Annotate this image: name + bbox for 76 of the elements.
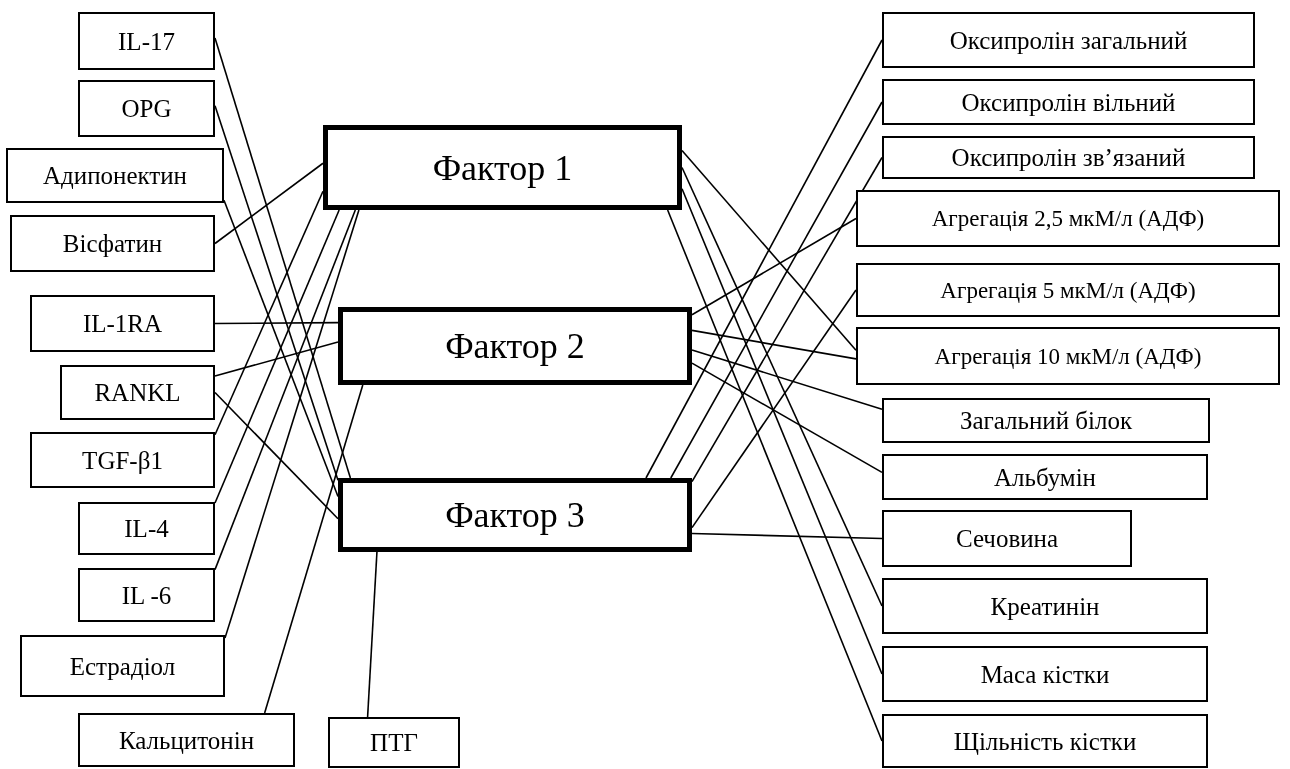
- variable-box: [20, 635, 225, 697]
- variable-box: [78, 12, 215, 70]
- variable-box: [60, 365, 215, 420]
- factor-box: [338, 478, 692, 552]
- node-label: Агрегація 10 мкМ/л (АДФ): [934, 344, 1202, 368]
- variable-box: [882, 646, 1208, 702]
- node-label: Фактор 2: [445, 328, 585, 364]
- node-label: Адипонектин: [43, 163, 187, 188]
- connector-line: [214, 391, 339, 520]
- node-label: Вісфатин: [62, 231, 163, 256]
- connector-line: [666, 209, 883, 742]
- connector-line: [214, 341, 339, 377]
- connector-line: [691, 532, 883, 540]
- node-label: Естрадіол: [69, 653, 176, 679]
- variable-box: [328, 717, 460, 768]
- node-label: Агрегація 5 мкМ/л (АДФ): [940, 278, 1196, 302]
- variable-box: [882, 79, 1255, 125]
- node-label: Фактор 1: [432, 149, 573, 186]
- connector-line: [214, 162, 324, 245]
- connector-line: [691, 349, 883, 411]
- connector-line: [691, 362, 883, 474]
- node-label: Загальний білок: [959, 408, 1133, 433]
- node-label: Креатинін: [990, 593, 1100, 619]
- connector-line: [263, 384, 364, 714]
- connector-line: [224, 209, 360, 639]
- node-label: IL-1RA: [82, 311, 163, 336]
- connector-line: [691, 156, 883, 483]
- variable-box: [30, 295, 215, 352]
- node-label: Маса кістки: [980, 661, 1110, 687]
- node-label: RANKL: [94, 380, 181, 405]
- connector-line: [214, 209, 357, 571]
- node-label: ПТГ: [370, 730, 418, 755]
- variable-box: [882, 12, 1255, 68]
- connector-line: [366, 551, 378, 718]
- connector-line: [214, 190, 324, 436]
- node-label: Альбумін: [994, 464, 1096, 490]
- node-label: Оксипролін зв’язаний: [951, 145, 1186, 170]
- variable-box: [856, 327, 1280, 385]
- connector-line: [681, 149, 857, 351]
- connector-line: [669, 101, 883, 479]
- connector-line: [691, 329, 857, 360]
- node-label: IL-17: [118, 28, 175, 54]
- variable-box: [10, 215, 215, 272]
- connector-line: [645, 39, 883, 479]
- node-label: Сечовина: [955, 526, 1059, 551]
- connector-line: [681, 166, 883, 607]
- node-label: Щільність кістки: [953, 728, 1137, 754]
- variable-box: [882, 454, 1208, 500]
- node-label: Агрегація 2,5 мкМ/л (АДФ): [931, 207, 1205, 230]
- node-label: Кальцитонін: [118, 727, 255, 753]
- node-label: Фактор 3: [445, 497, 585, 533]
- factor-box: [338, 307, 692, 385]
- variable-box: [78, 80, 215, 137]
- node-label: Оксипролін загальний: [949, 27, 1188, 53]
- variable-box: [882, 510, 1132, 567]
- variable-box: [78, 568, 215, 622]
- node-label: IL-4: [124, 516, 169, 541]
- connector-line: [691, 217, 857, 316]
- variable-box: [30, 432, 215, 488]
- variable-box: [856, 263, 1280, 317]
- node-label: Оксипролін вільний: [961, 89, 1176, 115]
- factor-box: [323, 125, 682, 210]
- variable-box: [882, 714, 1208, 768]
- variable-box: [882, 136, 1255, 179]
- variable-box: [6, 148, 224, 203]
- variable-box: [882, 578, 1208, 634]
- connector-line: [691, 289, 857, 529]
- node-label: OPG: [121, 96, 172, 121]
- node-label: IL -6: [121, 582, 172, 608]
- variable-box: [882, 398, 1210, 443]
- connector-line: [681, 187, 883, 675]
- node-label: TGF-β1: [82, 447, 163, 473]
- variable-box: [78, 502, 215, 555]
- connector-line: [214, 321, 339, 325]
- variable-box: [856, 190, 1280, 247]
- variable-box: [78, 713, 295, 767]
